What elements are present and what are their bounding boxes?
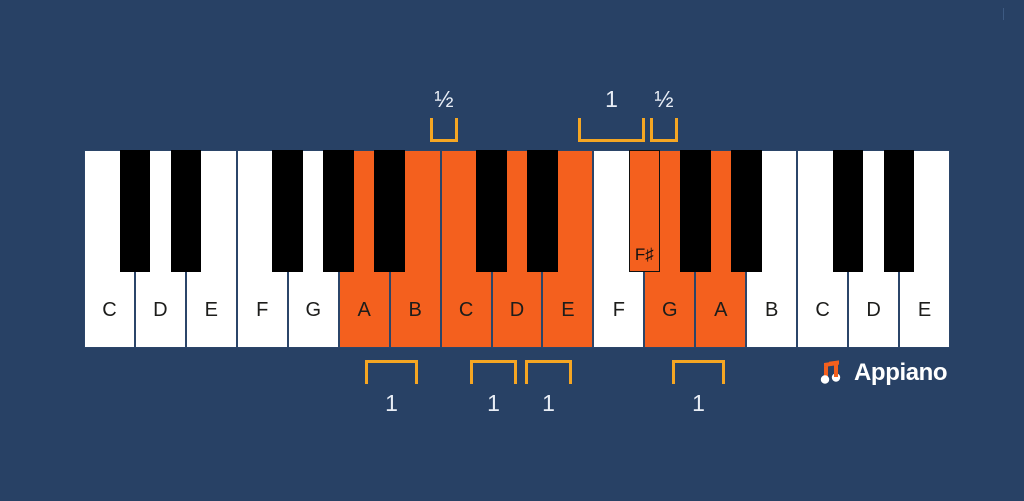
white-key-label: B bbox=[765, 299, 779, 321]
black-key-10[interactable] bbox=[832, 150, 864, 272]
white-key-label: D bbox=[509, 299, 525, 321]
white-key-label: D bbox=[153, 299, 168, 321]
corner-tick-mark bbox=[1003, 8, 1004, 20]
white-key-label: C bbox=[458, 299, 474, 321]
white-key-label: E bbox=[561, 299, 575, 321]
top-bracket-label-0: ½ bbox=[434, 86, 454, 112]
bottom-bracket-0 bbox=[365, 360, 418, 384]
top-bracket-1 bbox=[578, 118, 645, 142]
top-bracket-label-1: 1 bbox=[605, 86, 618, 112]
white-key-label: F bbox=[256, 299, 269, 321]
black-key-label: F♯ bbox=[634, 245, 654, 264]
bottom-bracket-label-2: 1 bbox=[542, 390, 555, 416]
black-key-fsharp[interactable]: F♯ bbox=[629, 150, 660, 272]
bottom-bracket-1 bbox=[470, 360, 517, 384]
black-key-9[interactable] bbox=[730, 150, 762, 272]
black-key-4[interactable] bbox=[374, 150, 405, 272]
appiano-logo: Appiano bbox=[820, 358, 948, 386]
white-key-label: F bbox=[612, 299, 625, 321]
white-key-label: G bbox=[305, 299, 321, 321]
logo-wordmark: Appiano bbox=[854, 358, 948, 386]
black-key-8[interactable] bbox=[680, 150, 711, 272]
bottom-bracket-label-3: 1 bbox=[692, 390, 705, 416]
black-key-2[interactable] bbox=[272, 150, 304, 272]
white-key-label: E bbox=[204, 299, 219, 321]
white-key-label: G bbox=[662, 299, 678, 321]
bottom-bracket-label-1: 1 bbox=[487, 390, 500, 416]
bottom-bracket-2 bbox=[525, 360, 572, 384]
music-note-icon bbox=[820, 360, 841, 384]
white-key-label: A bbox=[357, 299, 371, 321]
black-key-5[interactable] bbox=[476, 150, 507, 272]
black-key-11[interactable] bbox=[883, 150, 915, 272]
top-bracket-0 bbox=[430, 118, 458, 142]
bottom-bracket-label-0: 1 bbox=[385, 390, 398, 416]
black-key-6[interactable] bbox=[527, 150, 558, 272]
white-key-label: D bbox=[866, 299, 881, 321]
top-bracket-label-2: ½ bbox=[654, 86, 674, 112]
white-key-label: B bbox=[408, 299, 422, 321]
top-bracket-2 bbox=[650, 118, 678, 142]
white-key-label: C bbox=[815, 299, 830, 321]
white-key-label: A bbox=[714, 299, 728, 321]
black-key-3[interactable] bbox=[323, 150, 354, 272]
black-key-1[interactable] bbox=[170, 150, 202, 272]
white-key-label: E bbox=[917, 299, 932, 321]
black-key-0[interactable] bbox=[119, 150, 151, 272]
white-key-label: C bbox=[102, 299, 117, 321]
piano-keyboard: C D E F G A B C D E F G A B C D E F♯ bbox=[84, 150, 950, 348]
bottom-bracket-3 bbox=[672, 360, 725, 384]
